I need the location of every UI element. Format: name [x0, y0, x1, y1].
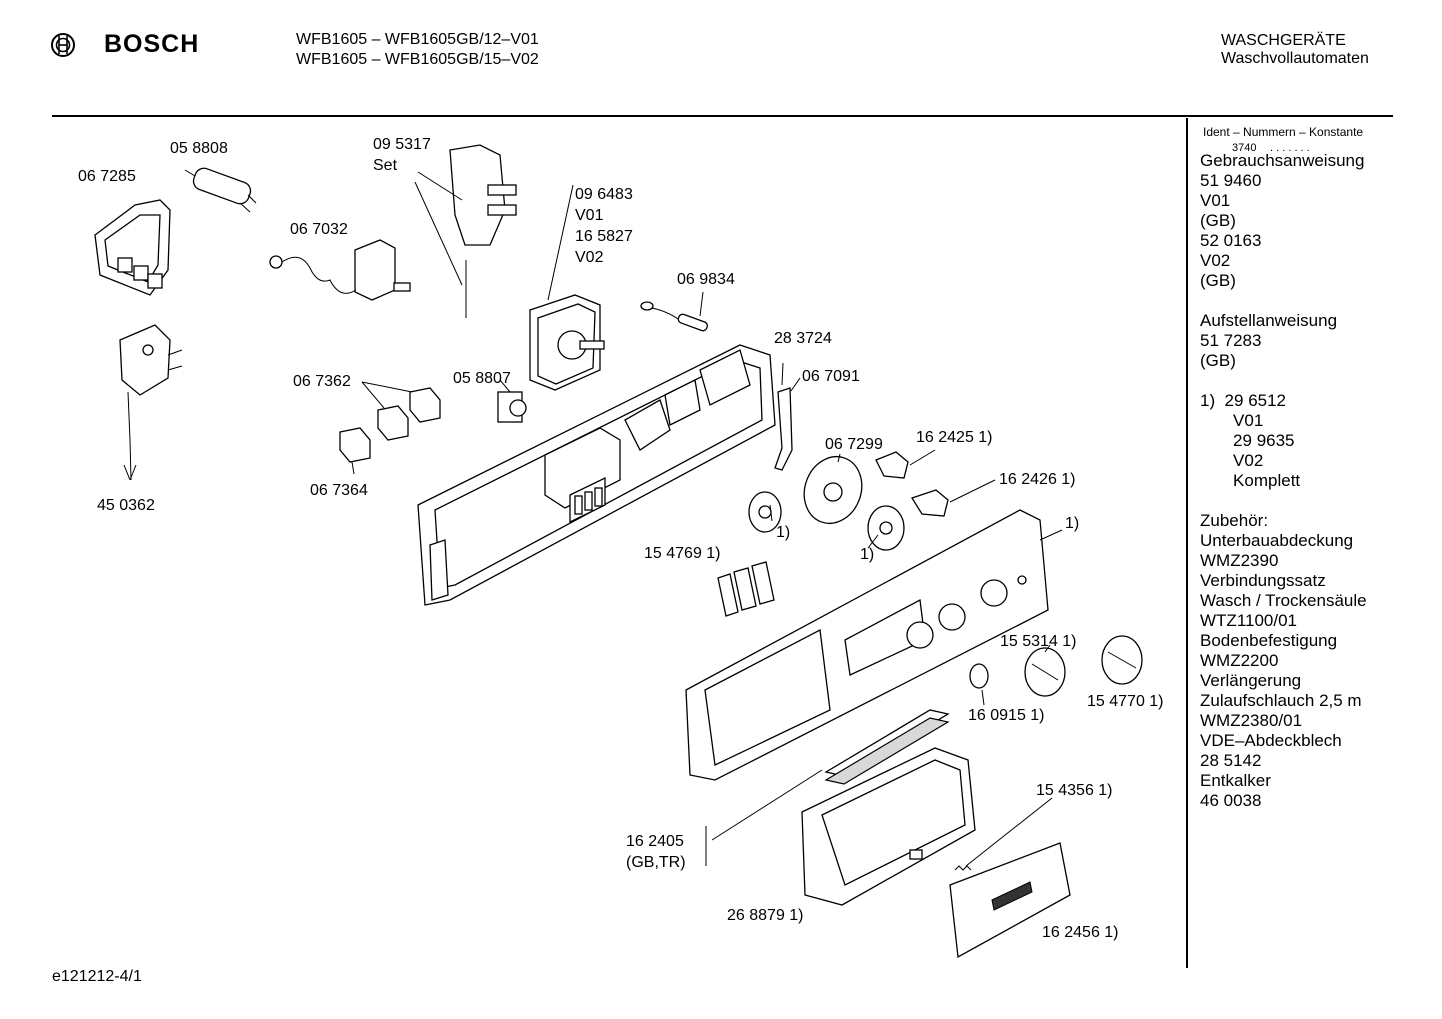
- sidebar-line: Gebrauchsanweisung: [1200, 151, 1365, 170]
- part-label-154769: 15 4769 1): [644, 545, 721, 562]
- sidebar-line: Komplett: [1200, 471, 1301, 490]
- shafts-part-drawing: [875, 449, 996, 517]
- bosch-logo: BOSCH: [50, 30, 200, 60]
- switch-set-part-drawing: [414, 144, 517, 318]
- sidebar-line: Verbindungssatz: [1200, 571, 1326, 590]
- cover-plate-part-drawing: [949, 842, 1071, 959]
- part-label-096483: 09 6483: [575, 186, 633, 203]
- part-label-067032: 06 7032: [290, 221, 348, 238]
- part-label-058807: 05 8807: [453, 370, 511, 387]
- part-label-162405: 16 2405: [626, 833, 684, 850]
- lever-part-drawing: [774, 377, 801, 471]
- part-label-gbtr: (GB,TR): [626, 854, 686, 871]
- capacitor-part-drawing: [184, 167, 257, 213]
- sidebar-line: V01: [1200, 191, 1231, 210]
- sidebar-constant: 3740: [1232, 142, 1257, 154]
- sidebar-line: V02: [1200, 451, 1264, 470]
- sidebar-line: 29 9635: [1200, 431, 1295, 450]
- sidebar-line: VDE–Abdeckblech: [1200, 731, 1342, 750]
- footer-code: e121212-4/1: [52, 968, 142, 985]
- part-label-155314: 15 5314 1): [1000, 633, 1077, 650]
- part-label-162456: 16 2456 1): [1042, 924, 1119, 941]
- brand-name: BOSCH: [104, 30, 200, 58]
- sidebar-line: 1) 29 6512: [1200, 391, 1287, 410]
- spring-part-drawing: [954, 797, 1053, 871]
- sidebar-line: (GB): [1200, 211, 1236, 230]
- programmer-part-drawing: [529, 184, 605, 391]
- sidebar-line: 51 7283: [1200, 331, 1262, 350]
- sidebar-line: [1200, 491, 1367, 511]
- part-label-165827: 16 5827: [575, 228, 633, 245]
- part-label-v02: V02: [575, 249, 604, 266]
- part-label-footnote-a: 1): [1065, 515, 1080, 532]
- sidebar-line: 28 5142: [1200, 751, 1262, 770]
- part-label-162426: 16 2426 1): [999, 471, 1076, 488]
- part-label-footnote-c: 1): [860, 546, 875, 563]
- knob-mounts-part-drawing: [748, 453, 905, 551]
- sidebar-list: Gebrauchsanweisung 51 9460 V01 (GB) 52 0…: [1200, 151, 1367, 811]
- part-label-069834: 06 9834: [677, 271, 735, 288]
- part-label-058808: 05 8808: [170, 140, 228, 157]
- sidebar-line: 46 0038: [1200, 791, 1262, 810]
- part-label-268879: 26 8879 1): [727, 907, 804, 924]
- sidebar-line: Zubehör:: [1200, 511, 1269, 530]
- sidebar-line: WTZ1100/01: [1200, 611, 1298, 630]
- category-subtitle: Waschvollautomaten: [1221, 50, 1369, 67]
- knobs-part-drawing: [969, 635, 1143, 706]
- sidebar-line: Bodenbefestigung: [1200, 631, 1338, 650]
- bosch-armature-icon: [51, 33, 75, 57]
- sidebar-line: [1200, 371, 1367, 391]
- sidebar-line: (GB): [1200, 351, 1236, 370]
- sidebar-line: 52 0163: [1200, 231, 1262, 250]
- sidebar-line: Verlängerung: [1200, 671, 1302, 690]
- sidebar-line: V02: [1200, 251, 1231, 270]
- sidebar-line: [1200, 291, 1367, 311]
- sidebar-line: WMZ2380/01: [1200, 711, 1303, 730]
- sidebar-line: Wasch / Trockensäule: [1200, 591, 1367, 610]
- sidebar-line: (GB): [1200, 271, 1236, 290]
- model-line-2: WFB1605 – WFB1605GB/15–V02: [296, 51, 539, 68]
- part-label-154770: 15 4770 1): [1087, 693, 1164, 710]
- sidebar-line: V01: [1200, 411, 1264, 430]
- sidebar-line: 51 9460: [1200, 171, 1262, 190]
- part-label-v01: V01: [575, 207, 604, 224]
- potentiometer-part-drawing: [497, 379, 527, 423]
- part-label-283724: 28 3724: [774, 330, 832, 347]
- power-cord-part-drawing: [119, 324, 183, 481]
- sidebar-line: WMZ2390: [1200, 551, 1279, 570]
- part-label-162425: 16 2425 1): [916, 429, 993, 446]
- control-frame-part-drawing: [417, 344, 784, 606]
- part-label-160915: 16 0915 1): [968, 707, 1045, 724]
- part-label-095317: 09 5317: [373, 136, 431, 153]
- sidebar-heading: Ident – Nummern – Konstante: [1203, 125, 1364, 139]
- bracket-part-drawing: [94, 199, 171, 296]
- panel-strip-part-drawing: [705, 709, 950, 866]
- push-switches-part-drawing: [339, 381, 441, 475]
- category-title: WASCHGERÄTE: [1221, 32, 1346, 49]
- sidebar-line: Entkalker: [1200, 771, 1271, 790]
- part-label-footnote-b: 1): [776, 524, 791, 541]
- part-label-067364: 06 7364: [310, 482, 368, 499]
- sidebar-line: Aufstellanweisung: [1200, 311, 1338, 330]
- sidebar-line: Zulaufschlauch 2,5 m: [1200, 691, 1362, 710]
- sidebar-line: WMZ2200: [1200, 651, 1279, 670]
- part-label-067091: 06 7091: [802, 368, 860, 385]
- front-panel-part-drawing: [685, 509, 1063, 781]
- part-label-067285: 06 7285: [78, 168, 136, 185]
- sidebar-line: Unterbauabdeckung: [1200, 531, 1354, 550]
- model-line-1: WFB1605 – WFB1605GB/12–V01: [296, 31, 539, 48]
- dispenser-drawer-part-drawing: [801, 747, 976, 906]
- sidebar-dots: . . . . . . .: [1270, 142, 1310, 154]
- lamp-part-drawing: [640, 291, 708, 332]
- part-label-set: Set: [373, 157, 398, 174]
- part-label-450362: 45 0362: [97, 497, 155, 514]
- button-set-part-drawing: [717, 561, 775, 617]
- part-label-154356: 15 4356 1): [1036, 782, 1113, 799]
- part-label-067299: 06 7299: [825, 436, 883, 453]
- thermostat-part-drawing: [269, 239, 411, 301]
- part-label-067362: 06 7362: [293, 373, 351, 390]
